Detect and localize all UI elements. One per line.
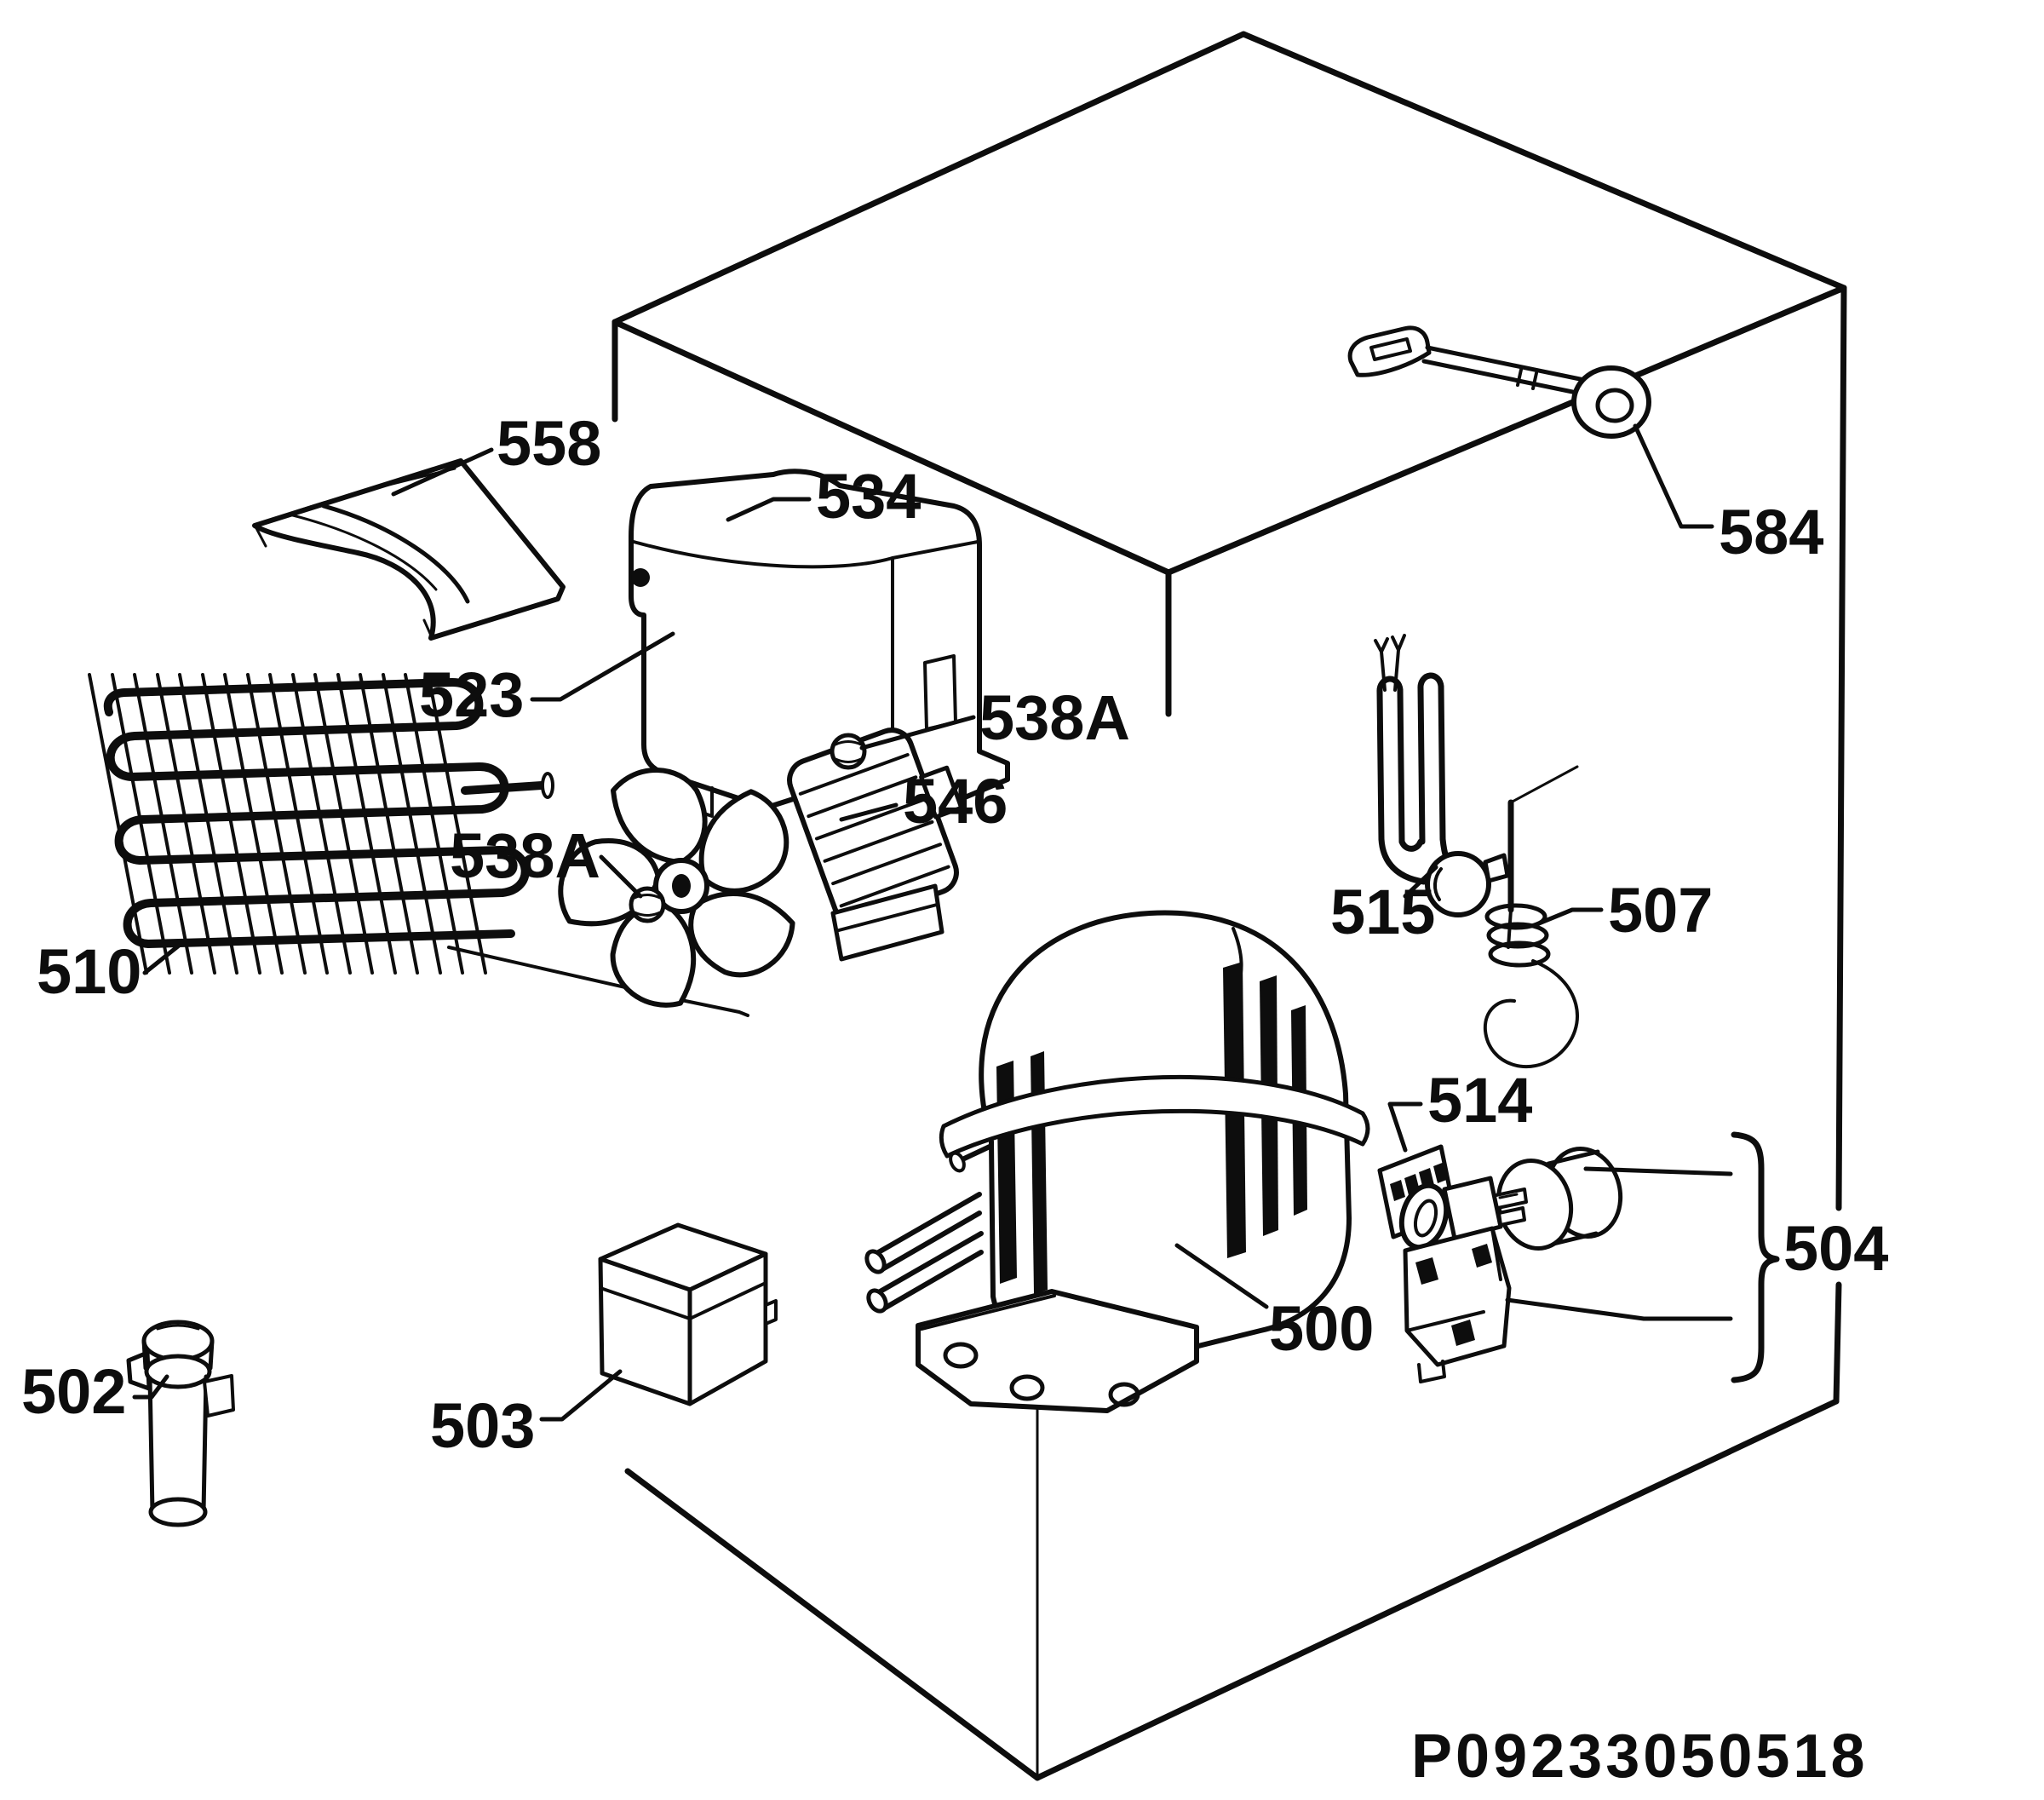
leader-lines bbox=[132, 423, 1733, 1422]
part-defrost-heater bbox=[1374, 634, 1510, 917]
part-filter-drier bbox=[126, 1320, 235, 1527]
part-compressor bbox=[864, 910, 1370, 1413]
label-514: 514 bbox=[1427, 1065, 1532, 1136]
leader-546 bbox=[839, 802, 899, 822]
leader-502 bbox=[132, 1374, 169, 1400]
label-504: 504 bbox=[1783, 1213, 1888, 1284]
label-515: 515 bbox=[1330, 877, 1435, 947]
part-start-relay bbox=[1398, 1176, 1512, 1383]
leader-584 bbox=[1633, 423, 1714, 529]
label-510: 510 bbox=[37, 936, 141, 1007]
part-fan-motor bbox=[787, 727, 964, 962]
part-air-deflector-duct bbox=[252, 458, 566, 641]
part-thermostat-probe bbox=[1483, 765, 1579, 1069]
leader-507 bbox=[1532, 907, 1604, 928]
brace-504 bbox=[1731, 1131, 1780, 1383]
part-labels: 558 534 523 538A 546 538A 510 584 515 50… bbox=[21, 408, 1888, 1461]
label-534: 534 bbox=[816, 461, 921, 532]
label-538A-upper: 538A bbox=[979, 682, 1130, 753]
label-507: 507 bbox=[1608, 875, 1713, 946]
leader-538A-lower bbox=[599, 854, 643, 899]
part-control-box bbox=[598, 1222, 778, 1406]
diagram-code: P09233050518 bbox=[1411, 1722, 1869, 1791]
leader-523 bbox=[530, 631, 675, 702]
label-584: 584 bbox=[1719, 497, 1823, 567]
label-500: 500 bbox=[1269, 1293, 1374, 1364]
leader-500 bbox=[1174, 1243, 1269, 1309]
part-run-capacitor bbox=[1490, 1147, 1623, 1251]
leader-503 bbox=[539, 1369, 623, 1422]
leader-534 bbox=[726, 497, 812, 522]
label-546: 546 bbox=[903, 766, 1008, 837]
leader-510 bbox=[142, 943, 181, 975]
part-condenser-coil bbox=[88, 673, 749, 1017]
leader-504-capacitor bbox=[1583, 1166, 1733, 1176]
part-lever-arm bbox=[1347, 325, 1651, 439]
label-502: 502 bbox=[21, 1356, 126, 1427]
label-523: 523 bbox=[419, 659, 524, 730]
label-503: 503 bbox=[430, 1390, 535, 1461]
part-grommet-upper bbox=[830, 733, 867, 770]
leader-514 bbox=[1387, 1101, 1423, 1153]
leader-538A-upper bbox=[859, 715, 976, 750]
leader-515 bbox=[1403, 865, 1438, 899]
part-condenser-fan bbox=[558, 768, 795, 1008]
leader-558 bbox=[391, 447, 494, 497]
leader-504-relay bbox=[1505, 1297, 1733, 1321]
label-538A-lower: 538A bbox=[450, 820, 600, 891]
label-558: 558 bbox=[497, 408, 601, 479]
